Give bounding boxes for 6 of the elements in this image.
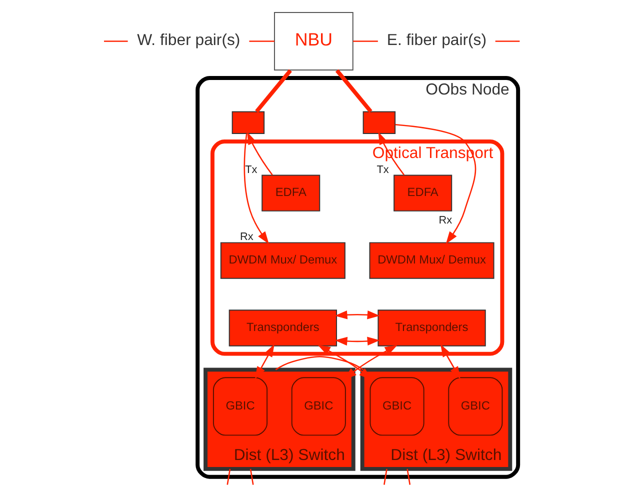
edge-label: Rx [239,230,253,243]
node-text: W. fiber pair(s) [136,32,240,50]
edge-label: Tx [244,164,257,176]
edge-label: Tx [376,164,388,176]
node-text: E. fiber pair(s) [386,32,486,50]
edge-label: Rx [438,214,452,226]
